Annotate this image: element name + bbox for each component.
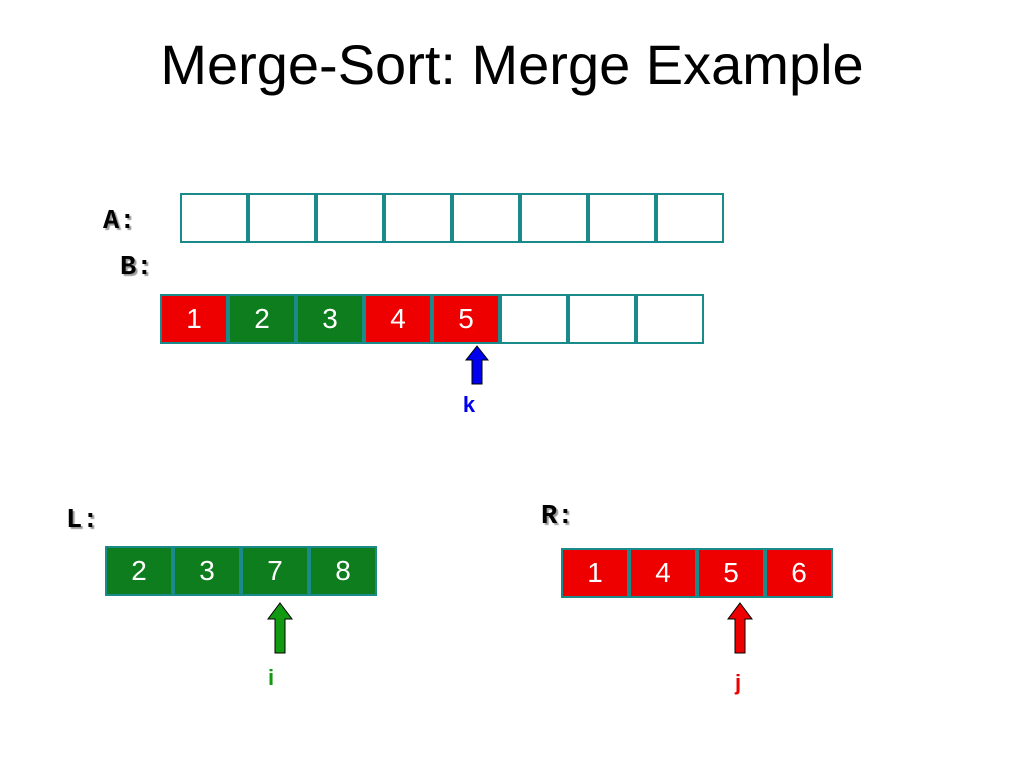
- pointer-j-label: j: [734, 670, 742, 695]
- array-b-cell: [500, 294, 568, 344]
- array-r-cell: 5: [697, 548, 765, 598]
- array-a-cell: [316, 193, 384, 243]
- array-b-cell: 3: [296, 294, 364, 344]
- array-a-cell: [180, 193, 248, 243]
- array-l-label: L:: [66, 506, 99, 536]
- array-l-cell: 8: [309, 546, 377, 596]
- array-b-cell: 4: [364, 294, 432, 344]
- array-b-cell: 1: [160, 294, 228, 344]
- array-b-cell: [636, 294, 704, 344]
- array-b-cell: 2: [228, 294, 296, 344]
- pointer-k-arrow: [464, 345, 490, 385]
- array-r-cell: 6: [765, 548, 833, 598]
- array-b-cell: [568, 294, 636, 344]
- pointer-k-label: k: [462, 392, 476, 417]
- array-a-label: A:: [103, 207, 136, 237]
- pointer-i-arrow: [267, 602, 293, 654]
- array-l-cell: 3: [173, 546, 241, 596]
- array-a-cell: [248, 193, 316, 243]
- array-l-cell: 2: [105, 546, 173, 596]
- array-a-cell: [452, 193, 520, 243]
- array-a: [180, 193, 724, 243]
- array-a-cell: [520, 193, 588, 243]
- array-r-cell: 4: [629, 548, 697, 598]
- array-a-cell: [656, 193, 724, 243]
- array-a-cell: [384, 193, 452, 243]
- array-b-label: B:: [120, 253, 153, 283]
- slide-title: Merge-Sort: Merge Example: [160, 33, 864, 96]
- array-l-cell: 7: [241, 546, 309, 596]
- array-r-cell: 1: [561, 548, 629, 598]
- array-r-label: R:: [541, 502, 574, 532]
- array-a-cell: [588, 193, 656, 243]
- pointer-j-arrow: [727, 602, 753, 654]
- pointer-i-label: i: [267, 665, 275, 690]
- array-b-cell: 5: [432, 294, 500, 344]
